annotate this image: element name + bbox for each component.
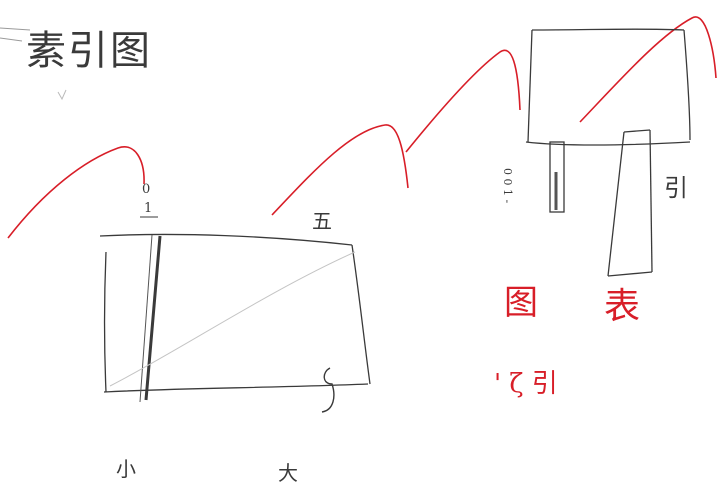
red-curve-1 bbox=[7, 146, 145, 239]
below-left-label: 小 bbox=[116, 457, 136, 481]
below-mid-label: 大 bbox=[278, 461, 298, 485]
left-tick-label: 0 1 bbox=[140, 182, 158, 218]
red-curve-2 bbox=[271, 124, 409, 216]
title-area: 素引图 bbox=[0, 27, 152, 101]
right-frame bbox=[525, 28, 691, 146]
red-bottom-label: ' ζ 引 bbox=[494, 369, 558, 399]
title-label: 素引图 bbox=[26, 28, 152, 74]
left-tick-bottom: 1 bbox=[144, 201, 152, 216]
small-vertical-label: 0 0 1 - bbox=[501, 168, 514, 203]
main-frame bbox=[99, 233, 371, 413]
frame-top-right-label: 五 bbox=[312, 209, 332, 233]
tall-bar-label: 引 bbox=[664, 174, 688, 202]
small-bar bbox=[549, 141, 565, 213]
red-curve-4 bbox=[579, 16, 717, 123]
left-tick-top: 0 bbox=[142, 182, 150, 197]
tall-bar bbox=[607, 129, 653, 277]
red-word-right: 表 bbox=[604, 286, 640, 327]
red-curve-3 bbox=[405, 49, 521, 153]
red-word-left: 图 bbox=[504, 283, 538, 323]
